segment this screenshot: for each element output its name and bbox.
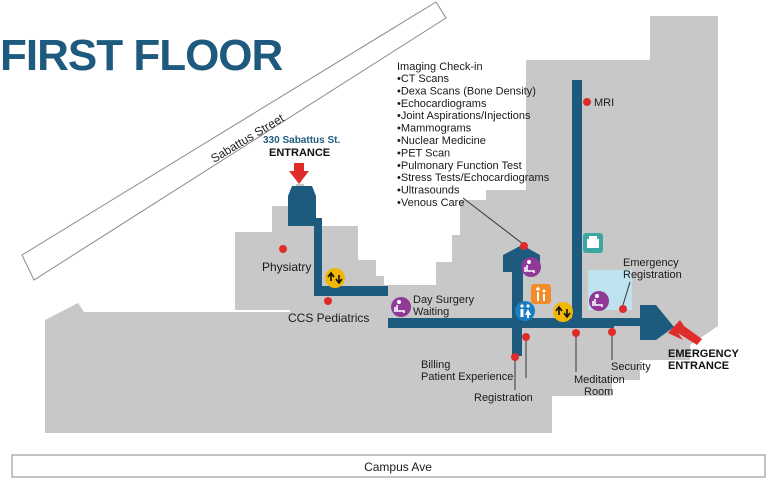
imaging-item: •Dexa Scans (Bone Density) — [397, 85, 536, 97]
imaging-item: •Venous Care — [397, 197, 464, 209]
marker-mri[interactable] — [583, 98, 591, 106]
entrance-address: 330 Sabattus St. — [263, 135, 340, 146]
imaging-item: •Nuclear Medicine — [397, 135, 486, 147]
imaging-items: •CT Scans•Dexa Scans (Bone Density)•Echo… — [397, 73, 550, 209]
entrance-arrow-icon — [289, 163, 309, 184]
label-mri: MRI — [594, 97, 614, 109]
label-meditation-1: Meditation — [574, 374, 625, 386]
emergency-entrance[interactable]: EMERGENCY ENTRANCE — [668, 320, 740, 372]
imaging-item: •Mammograms — [397, 123, 472, 135]
location-markers — [279, 98, 627, 361]
elevator-icon — [325, 268, 345, 288]
label-emergency-registration-2: Registration — [623, 269, 682, 281]
imaging-leader-line — [462, 197, 524, 245]
label-billing-2: Patient Experience — [421, 371, 513, 383]
family-restroom-icon — [531, 284, 551, 304]
imaging-item: •PET Scan — [397, 147, 450, 159]
label-registration: Registration — [474, 392, 533, 404]
imaging-check-in-list: Imaging Check-in •CT Scans•Dexa Scans (B… — [397, 61, 550, 245]
label-day-surgery-2: Waiting — [413, 306, 449, 318]
leader-lines — [514, 281, 631, 390]
imaging-item: •Stress Tests/Echocardiograms — [397, 172, 550, 184]
campus-ave: Campus Ave — [11, 454, 766, 478]
marker-security[interactable] — [608, 328, 616, 336]
label-day-surgery-1: Day Surgery — [413, 294, 475, 306]
waiting-room-icon — [391, 297, 411, 317]
floor-title: FIRST FLOOR — [0, 31, 283, 80]
imaging-heading: Imaging Check-in — [397, 61, 483, 73]
location-labels: MRI Physiatry CCS Pediatrics Day Surgery… — [262, 97, 682, 404]
campus-ave-label: Campus Ave — [364, 460, 432, 474]
marker-ccs-pediatrics[interactable] — [324, 297, 332, 305]
emergency-arrow-icon — [668, 320, 702, 345]
imaging-item: •Pulmonary Function Test — [397, 160, 522, 172]
label-ccs-pediatrics: CCS Pediatrics — [288, 311, 369, 325]
elevator-icon — [553, 302, 573, 322]
marker-billing[interactable] — [522, 333, 530, 341]
restroom-icon — [515, 301, 535, 321]
marker-meditation-room[interactable] — [572, 329, 580, 337]
imaging-item: •Joint Aspirations/Injections — [397, 110, 531, 122]
lab-icon — [583, 233, 603, 253]
marker-imaging[interactable] — [520, 242, 528, 250]
emergency-entrance-line1: EMERGENCY — [668, 348, 740, 360]
imaging-item: •Ultrasounds — [397, 185, 460, 197]
label-security: Security — [611, 361, 651, 373]
emergency-entrance-line2: ENTRANCE — [668, 360, 729, 372]
marker-physiatry[interactable] — [279, 245, 287, 253]
waiting-room-icon — [589, 291, 609, 311]
imaging-item: •CT Scans — [397, 73, 449, 85]
waiting-room-icon — [521, 257, 541, 277]
marker-emergency-registration[interactable] — [619, 305, 627, 313]
label-meditation-2: Room — [584, 386, 613, 398]
label-physiatry: Physiatry — [262, 260, 311, 274]
entrance-label: ENTRANCE — [269, 147, 330, 159]
main-entrance[interactable]: 330 Sabattus St. ENTRANCE — [263, 135, 340, 184]
label-emergency-registration-1: Emergency — [623, 257, 679, 269]
label-billing-1: Billing — [421, 359, 450, 371]
imaging-item: •Echocardiograms — [397, 98, 487, 110]
marker-registration[interactable] — [511, 353, 519, 361]
